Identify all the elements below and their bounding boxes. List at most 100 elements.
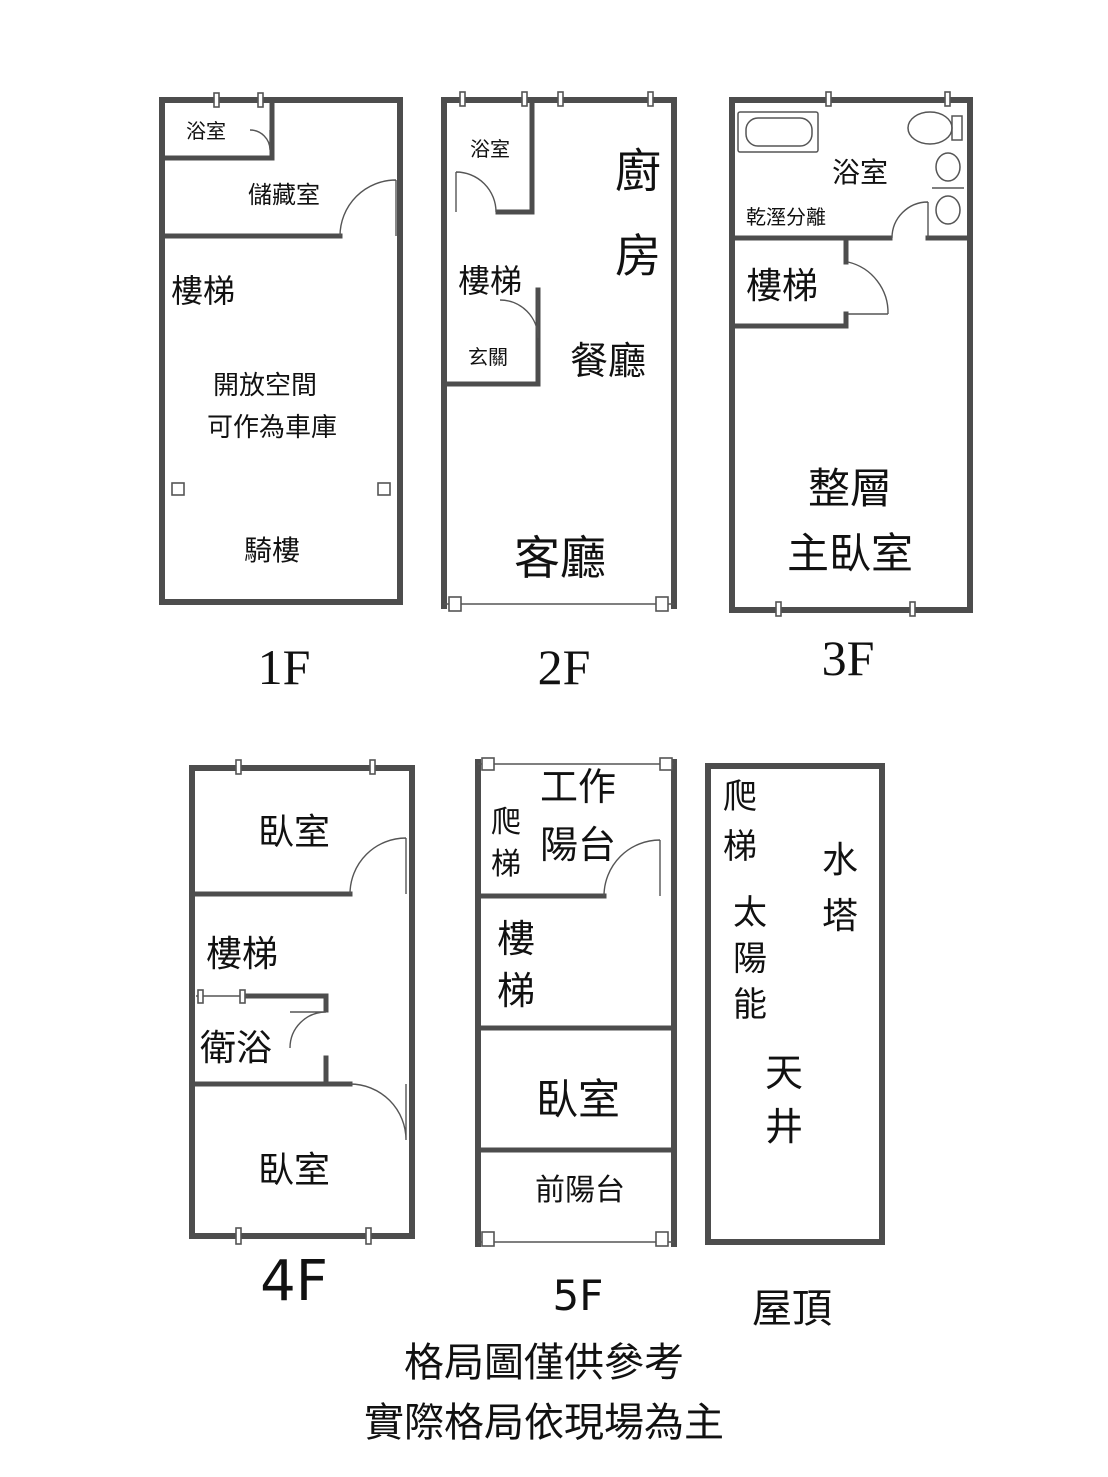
- floor-1f-arcade-label: 騎樓: [244, 534, 300, 567]
- floor-3f-stairs-label: 樓梯: [746, 266, 818, 307]
- floor-1f-bath-label: 浴室: [186, 119, 226, 143]
- bathtub-icon: [737, 111, 819, 153]
- floor-5f-bedroom-label: 臥室: [536, 1075, 620, 1124]
- window: [655, 596, 669, 612]
- window: [235, 1227, 242, 1245]
- floor-1f-storage-label: 儲藏室: [248, 181, 320, 209]
- window: [369, 759, 376, 775]
- window: [448, 596, 462, 612]
- toilet-icon: [907, 111, 953, 145]
- floor-1f-open-space-label: 開放空間: [213, 371, 317, 401]
- window: [171, 482, 185, 496]
- floor-5f-front-balcony-label: 前陽台: [535, 1173, 625, 1208]
- door-swing: [339, 179, 397, 237]
- window: [909, 601, 916, 617]
- window: [365, 1227, 372, 1245]
- window: [481, 757, 495, 771]
- window: [521, 91, 528, 107]
- floor-2f-living-label: 客廳: [514, 531, 606, 585]
- floor-5f-stairs-label-2: 梯: [497, 969, 535, 1013]
- floor-1f-bath-wall: [159, 97, 275, 161]
- floor-2f-bath-wall: [495, 97, 535, 215]
- floor-2f-entry-wall: [441, 287, 541, 387]
- floor-1f-title: 1F: [258, 639, 311, 695]
- window: [197, 989, 204, 1004]
- door-swing: [603, 839, 661, 897]
- floor-2f-outer-wall: [441, 97, 677, 609]
- window: [235, 759, 242, 775]
- floor-1f-plan: 浴室 儲藏室 樓梯 開放空間 可作為車庫 騎樓 1F: [159, 92, 403, 695]
- window: [775, 601, 782, 617]
- floor-4f-plan: 臥室 樓梯 衛浴 臥室 4F: [189, 759, 415, 1314]
- sink-icon: [935, 195, 961, 225]
- roof-solar-label-1: 太: [733, 893, 767, 933]
- bathtub-basin: [745, 117, 813, 147]
- floor-2f-stairs-label: 樓梯: [458, 262, 522, 300]
- floor-2f-plan: 浴室 廚 房 樓梯 玄關 餐廳 客廳 2F: [441, 91, 677, 695]
- floor-4f-bedroom-top-label: 臥室: [258, 812, 330, 853]
- floor-3f-stairs-wall: [729, 237, 849, 329]
- note-reference-only: 格局圖僅供參考: [404, 1340, 684, 1386]
- roof-skylight-label-2: 井: [765, 1105, 803, 1149]
- floor-2f-title: 2F: [538, 639, 591, 695]
- roof-water-tower-label-1: 水: [822, 840, 858, 881]
- floor-2f-kitchen-label-2: 房: [615, 229, 661, 283]
- roof-plan: 爬 梯 水 塔 太 陽 能 天 井 屋頂: [705, 763, 885, 1332]
- floor-3f-master-label-1: 整層: [808, 464, 892, 513]
- floor-1f-garage-label: 可作為車庫: [207, 413, 337, 443]
- floor-4f-bedroom-bottom-label: 臥室: [258, 1150, 330, 1191]
- floor-2f-kitchen-label-1: 廚: [615, 144, 661, 198]
- window: [239, 989, 246, 1004]
- door-swing: [349, 837, 407, 895]
- floor-5f-ladder-label-2: 梯: [491, 847, 521, 882]
- door-swing: [891, 201, 929, 239]
- roof-title: 屋頂: [752, 1286, 832, 1332]
- window: [557, 91, 564, 107]
- floor-4f-outer-wall: [189, 765, 415, 1239]
- window: [825, 91, 832, 107]
- door-swing: [499, 299, 539, 339]
- floor-3f-outer-wall: [729, 97, 973, 613]
- window: [655, 1231, 669, 1247]
- sink-icon: [935, 152, 961, 182]
- door-swing: [249, 129, 271, 151]
- floor-5f-stairs-label-1: 樓: [497, 917, 535, 961]
- roof-ladder-label-2: 梯: [723, 827, 757, 867]
- window: [377, 482, 391, 496]
- floor-4f-bath-label: 衛浴: [200, 1028, 272, 1069]
- door-swing: [349, 1083, 407, 1141]
- floor-5f-plan: 爬 梯 工作 陽台 樓 梯 臥室 前陽台 5F: [475, 757, 677, 1320]
- roof-ladder-label-1: 爬: [723, 777, 757, 817]
- floor-4f-bath-wall: [245, 993, 329, 1085]
- roof-outer-wall: [705, 763, 885, 1245]
- floor-3f-bath-label: 浴室: [832, 156, 888, 189]
- floor-1f-stairs-label: 樓梯: [171, 272, 235, 310]
- window: [647, 91, 654, 107]
- roof-solar-label-3: 能: [733, 985, 767, 1025]
- window: [481, 1231, 495, 1247]
- window: [213, 92, 220, 108]
- window: [459, 91, 466, 107]
- roof-water-tower-label-2: 塔: [822, 896, 858, 937]
- floor-5f-work-balcony-label-1: 工作: [540, 765, 616, 809]
- floor-1f-outer-wall: [159, 97, 403, 605]
- window: [257, 92, 264, 108]
- floor-3f-plan: 浴室 乾溼分離 樓梯 整層 主臥室 3F: [729, 91, 973, 686]
- note-actual-layout: 實際格局依現場為主: [364, 1400, 724, 1446]
- floor-5f-title: 5F: [553, 1271, 604, 1320]
- floor-2f-entry-label: 玄關: [468, 345, 508, 369]
- floor-2f-dining-label: 餐廳: [570, 339, 646, 383]
- door-swing: [289, 1011, 327, 1049]
- floor-5f-side-walls: [475, 759, 677, 1247]
- door-swing: [847, 261, 889, 315]
- roof-skylight-label-1: 天: [765, 1051, 803, 1095]
- floor-5f-work-balcony-label-2: 陽台: [540, 823, 616, 867]
- floor-3f-dry-wet-label: 乾溼分離: [746, 205, 826, 229]
- door-swing: [455, 171, 497, 213]
- floor-3f-master-label-2: 主臥室: [787, 529, 913, 578]
- floor-3f-title: 3F: [822, 630, 875, 686]
- floor-4f-stairs-label: 樓梯: [206, 934, 278, 975]
- floor-4f-title: 4F: [260, 1249, 328, 1314]
- roof-solar-label-2: 陽: [733, 939, 767, 979]
